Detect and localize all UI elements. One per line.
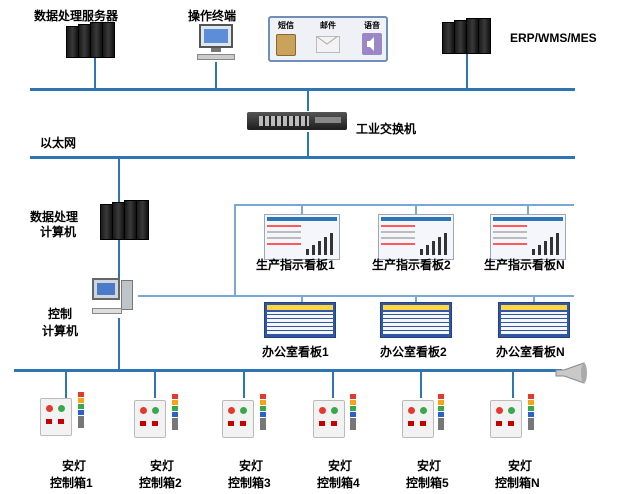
- prod-board-2-label: 生产指示看板2: [372, 258, 451, 272]
- switch-up-link: [307, 91, 309, 111]
- andon-box-n-line2: 控制箱N: [495, 476, 540, 490]
- control-label-2: 计算机: [42, 324, 79, 338]
- compute-server-icon: [100, 200, 152, 240]
- office-board-1-icon: [264, 302, 336, 338]
- horn-speaker-icon: [554, 362, 588, 384]
- prod-board-n-icon: [490, 214, 566, 260]
- terminal-link: [215, 62, 217, 88]
- andon-box-5-line2: 控制箱5: [406, 476, 449, 490]
- office-board-n-icon: [498, 302, 570, 338]
- andon-box-3-line1: 安灯: [239, 459, 264, 473]
- email-icon: [316, 36, 340, 53]
- board-trunk: [234, 204, 236, 296]
- data-server-icon: [66, 22, 122, 58]
- prod-board-2-icon: [378, 214, 454, 260]
- upper-bus: [30, 88, 575, 91]
- terminal-icon: [195, 24, 237, 62]
- andon-box-5-line1: 安灯: [417, 459, 442, 473]
- andon-box-3-line2: 控制箱3: [228, 476, 271, 490]
- voice-label: 语音: [364, 21, 380, 30]
- compute-label-2: 计算机: [40, 225, 77, 239]
- office-board-2-icon: [380, 302, 452, 338]
- office-board-1-label: 办公室看板1: [262, 345, 329, 359]
- erp-link: [466, 54, 468, 88]
- andon-box-2-line2: 控制箱2: [139, 476, 182, 490]
- terminal-label: 操作终端: [188, 9, 237, 23]
- andon-box-4-line1: 安灯: [328, 459, 353, 473]
- control-pc-icon: [92, 278, 136, 318]
- switch-down-link: [307, 132, 309, 156]
- field-bus: [14, 369, 562, 372]
- office-board-n-label: 办公室看板N: [496, 345, 565, 359]
- ethernet-bus: [30, 156, 575, 159]
- andon-box-4-line2: 控制箱4: [317, 476, 360, 490]
- prod-board-1-label: 生产指示看板1: [256, 258, 335, 272]
- office-board-2-label: 办公室看板2: [380, 345, 447, 359]
- andon-box-2-line1: 安灯: [150, 459, 175, 473]
- email-label: 邮件: [320, 21, 336, 30]
- prod-board-bus: [234, 204, 574, 206]
- data-server-label: 数据处理服务器: [34, 9, 119, 23]
- sms-label: 短信: [278, 21, 294, 30]
- notification-panel: 短信 邮件 语音: [268, 16, 388, 62]
- ethernet-label: 以太网: [40, 136, 77, 150]
- office-board-bus: [138, 295, 574, 297]
- andon-box-1-line2: 控制箱1: [50, 476, 93, 490]
- andon-box-n-line1: 安灯: [508, 459, 533, 473]
- prod-board-1-icon: [264, 214, 340, 260]
- server-link: [94, 58, 96, 88]
- switch-label: 工业交换机: [356, 122, 417, 136]
- control-down-link: [118, 318, 120, 370]
- compute-label-1: 数据处理: [30, 210, 79, 224]
- sms-device-icon: [276, 34, 296, 56]
- erp-label: ERP/WMS/MES: [510, 31, 597, 45]
- andon-box-1-line1: 安灯: [62, 459, 87, 473]
- switch-icon: [247, 110, 347, 134]
- speaker-icon: [362, 33, 382, 55]
- control-label-1: 控制: [48, 307, 73, 321]
- prod-board-n-label: 生产指示看板N: [484, 258, 565, 272]
- erp-server-icon: [442, 18, 494, 54]
